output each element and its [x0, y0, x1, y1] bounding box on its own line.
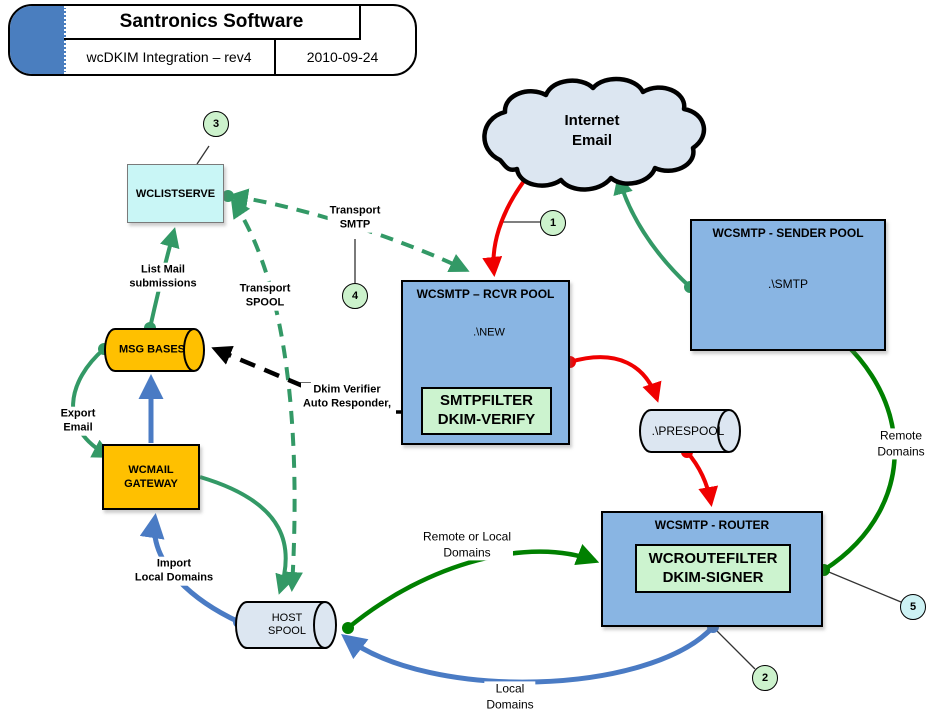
- cylinder-prespool-label: .\PRESPOOL: [651, 423, 725, 438]
- routefilter-line2: DKIM-SIGNER: [662, 568, 764, 586]
- label-dkim-verifier-auto-responder: Dkim Verifier Auto Responder,: [300, 382, 394, 412]
- cylinder-smtp-label: .\SMTP: [767, 276, 809, 291]
- gateway-line2: GATEWAY: [124, 478, 178, 490]
- document-subtitle: wcDKIM Integration – rev4: [64, 40, 276, 74]
- document-date: 2010-09-24: [306, 49, 379, 65]
- host-spool-line2: SPOOL: [268, 625, 306, 637]
- cylinder-host-spool-label: HOST SPOOL: [268, 612, 306, 638]
- title-block: Santronics Software wcDKIM Integration –…: [8, 4, 417, 76]
- node-wclistserve: WCLISTSERVE: [127, 164, 224, 223]
- internet-cloud-label: Internet Email: [564, 111, 619, 152]
- title-block-tab: [10, 6, 66, 74]
- label-transport-smtp: Transport SMTP: [327, 203, 383, 233]
- sender-pool-title: WCSMTP - SENDER POOL: [712, 226, 864, 240]
- smtpfilter-line2: DKIM-VERIFY: [437, 411, 536, 428]
- cloud-line1: Internet: [564, 111, 620, 129]
- rcvr-pool-title: WCSMTP – RCVR POOL: [416, 287, 555, 301]
- cloud-line2: Email: [571, 132, 613, 149]
- router-title: WCSMTP - ROUTER: [654, 518, 770, 532]
- node-wcmail-gateway: WCMAIL GATEWAY: [102, 444, 200, 510]
- label-remote-or-local-domains: Remote or Local Domains: [420, 529, 514, 561]
- node-wcroutefilter-dkim-signer: WCROUTEFILTER DKIM-SIGNER: [635, 544, 791, 593]
- host-spool-line1: HOST: [271, 611, 303, 624]
- gateway-line1: WCMAIL: [128, 463, 174, 476]
- label-export-email: Export Email: [58, 406, 98, 436]
- teal-transport-arrows: [71, 174, 692, 595]
- node-smtpfilter-dkim-verify: SMTPFILTER DKIM-VERIFY: [421, 387, 552, 435]
- label-remote-domains: Remote Domains: [875, 428, 927, 460]
- label-import-local-domains: Import Local Domains: [132, 556, 216, 586]
- internet-cloud: [482, 76, 707, 192]
- callout-4: 4: [342, 283, 368, 309]
- routefilter-line1: WCROUTEFILTER: [648, 549, 778, 567]
- smtpfilter-line1: SMTPFILTER: [439, 392, 534, 410]
- cylinder-new-label: .\NEW: [473, 326, 505, 339]
- callout-3: 3: [203, 111, 229, 137]
- label-local-domains: Local Domains: [484, 681, 536, 713]
- callout-2: 2: [752, 665, 778, 691]
- company-title: Santronics Software: [64, 6, 361, 40]
- wclistserve-label: WCLISTSERVE: [135, 187, 216, 200]
- label-transport-spool: Transport SPOOL: [237, 281, 293, 311]
- cylinder-msg-bases-label: MSG BASES: [118, 343, 186, 356]
- node-wcsmtp-sender-pool: WCSMTP - SENDER POOL: [690, 219, 886, 351]
- callout-5: 5: [900, 594, 926, 620]
- callout-1: 1: [540, 210, 566, 236]
- label-list-mail-submissions: List Mail submissions: [127, 262, 199, 292]
